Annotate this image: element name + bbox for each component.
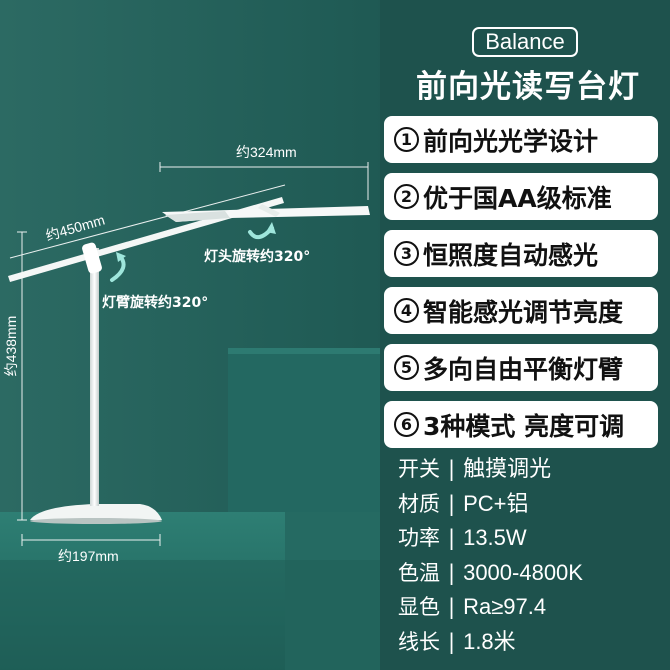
spec-label: 材质 bbox=[398, 491, 440, 516]
dim-base-width: 约197mm bbox=[58, 548, 119, 564]
spec-value: 1.8米 bbox=[463, 628, 516, 654]
rotation-label-head: 灯头旋转约320° bbox=[204, 249, 311, 265]
feature-item: 4 智能感光调节亮度 bbox=[384, 287, 658, 334]
feature-item: 3 恒照度自动感光 bbox=[384, 230, 658, 277]
feature-number: 5 bbox=[394, 355, 419, 380]
spec-value: 触摸调光 bbox=[463, 456, 552, 482]
spec-label: 开关 bbox=[398, 457, 440, 482]
feature-text: 智能感光调节亮度 bbox=[423, 297, 624, 327]
lamp-base bbox=[30, 504, 162, 520]
arrow-head-icon bbox=[116, 252, 126, 262]
lamp-joint bbox=[82, 242, 102, 274]
spec-value: 3000-4800K bbox=[463, 559, 583, 585]
feature-number: 1 bbox=[394, 127, 419, 152]
dimension-lines bbox=[9, 162, 369, 546]
spec-separator: | bbox=[448, 491, 456, 516]
spec-label: 功率 bbox=[398, 526, 440, 551]
feature-item: 5 多向自由平衡灯臂 bbox=[384, 344, 658, 391]
stage-block-top bbox=[228, 348, 380, 354]
spec-row: 开关 | 触摸调光 bbox=[398, 452, 658, 487]
feature-number: 4 bbox=[394, 298, 419, 323]
feature-item: 1 前向光光学设计 bbox=[384, 116, 658, 163]
feature-list: 1 前向光光学设计 2 优于国AA级标准 3 恒照度自动感光 4 智能感光调节亮… bbox=[384, 116, 658, 458]
spec-label: 色温 bbox=[398, 560, 440, 585]
lamp-head-link bbox=[258, 204, 280, 217]
stage-block-back bbox=[228, 348, 380, 528]
spec-value: PC+铝 bbox=[463, 490, 529, 516]
feature-number: 3 bbox=[394, 241, 419, 266]
lamp-head-underside bbox=[165, 211, 230, 222]
feature-text: 优于国AA级标准 bbox=[423, 183, 612, 213]
feature-text: 恒照度自动感光 bbox=[423, 240, 599, 270]
dim-height: 约438mm bbox=[3, 315, 19, 377]
spec-value: 13.5W bbox=[463, 525, 527, 551]
feature-text: 前向光光学设计 bbox=[423, 126, 599, 156]
feature-text: 多向自由平衡灯臂 bbox=[423, 354, 624, 384]
feature-number: 2 bbox=[394, 184, 419, 209]
spec-row: 材质 | PC+铝 bbox=[398, 487, 658, 522]
spec-separator: | bbox=[448, 629, 456, 654]
spec-value: Ra≥97.4 bbox=[463, 594, 547, 620]
info-panel-bg bbox=[380, 0, 670, 670]
feature-item: 6 3种模式 亮度可调 bbox=[384, 401, 658, 448]
product-title: 前向光读写台灯 bbox=[416, 69, 640, 105]
feature-number: 6 bbox=[394, 412, 419, 437]
feature-item: 2 优于国AA级标准 bbox=[384, 173, 658, 220]
spec-separator: | bbox=[448, 526, 456, 551]
spec-separator: | bbox=[448, 560, 456, 585]
spec-label: 线长 bbox=[398, 629, 440, 654]
spec-label: 显色 bbox=[398, 595, 440, 620]
rotation-label-arm: 灯臂旋转约320° bbox=[102, 295, 209, 311]
dim-head-width: 约324mm bbox=[236, 144, 297, 160]
spec-row: 色温 | 3000-4800K bbox=[398, 556, 658, 591]
lamp-base-edge bbox=[30, 518, 162, 524]
spec-row: 显色 | Ra≥97.4 bbox=[398, 590, 658, 625]
feature-text: 3种模式 亮度可调 bbox=[423, 411, 625, 441]
floor-shadow bbox=[0, 560, 380, 670]
lamp-pole bbox=[90, 248, 99, 506]
spec-row: 线长 | 1.8米 bbox=[398, 625, 658, 660]
spec-row: 功率 | 13.5W bbox=[398, 521, 658, 556]
arrow-head-icon bbox=[266, 222, 276, 234]
spec-separator: | bbox=[448, 595, 456, 620]
brand-tag: Balance bbox=[472, 27, 578, 57]
spec-list: 开关 | 触摸调光 材质 | PC+铝 功率 | 13.5W 色温 | 3000… bbox=[398, 452, 658, 659]
spec-separator: | bbox=[448, 457, 456, 482]
